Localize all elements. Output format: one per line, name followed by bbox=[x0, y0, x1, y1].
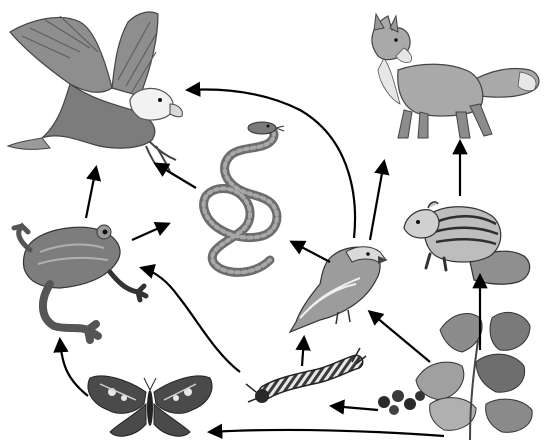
eagle-icon bbox=[8, 12, 182, 172]
arrow-plant-to-butterfly bbox=[210, 430, 444, 436]
arrow-sparrow-to-fox bbox=[370, 162, 384, 240]
snake-icon bbox=[204, 122, 284, 272]
arrow-plant-to-caterpillar bbox=[332, 406, 378, 410]
arrow-caterpillar-to-frog bbox=[142, 268, 240, 372]
arrow-snake-to-eagle bbox=[156, 164, 196, 188]
arrow-plant-to-sparrow bbox=[370, 312, 430, 362]
arrow-sparrow-to-eagle bbox=[188, 90, 355, 238]
sparrow-icon bbox=[290, 247, 388, 332]
fox-icon bbox=[372, 14, 539, 138]
chipmunk-icon bbox=[404, 202, 530, 284]
frog-icon bbox=[14, 225, 146, 340]
caterpillar-icon bbox=[246, 348, 366, 403]
arrow-sparrow-to-snake bbox=[292, 242, 330, 262]
butterfly-icon bbox=[88, 376, 212, 436]
plant-with-berries-icon bbox=[378, 312, 532, 440]
arrow-frog-to-snake bbox=[132, 224, 168, 240]
arrow-butterfly-to-frog bbox=[60, 340, 88, 396]
arrow-caterpillar-to-sparrow bbox=[302, 338, 304, 366]
arrow-frog-to-eagle bbox=[86, 168, 96, 218]
